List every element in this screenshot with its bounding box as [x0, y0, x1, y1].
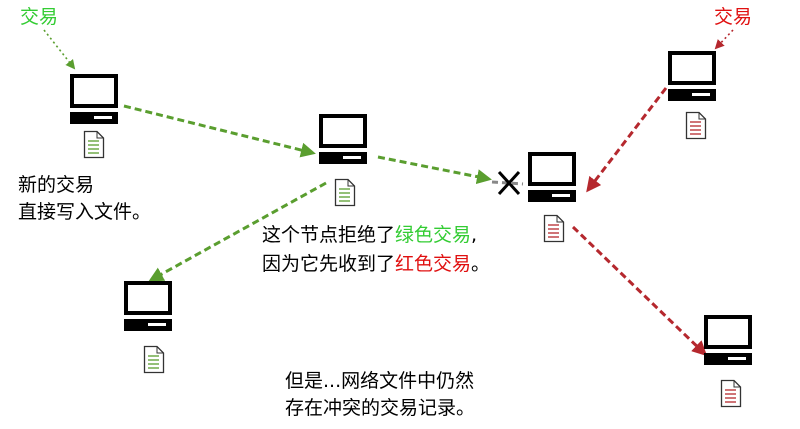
- edge-center-to-rejecting: [377, 155, 492, 185]
- edge-lefttop-to-center: [123, 104, 316, 158]
- rejection-note-line2: 因为它先收到了红色交易。: [262, 252, 490, 277]
- document-icon: [720, 379, 742, 408]
- computer-icon: [666, 51, 718, 103]
- rejection-note-red: 红色交易: [395, 253, 472, 275]
- node-right-bottom: [702, 315, 754, 408]
- node-left-bottom: [122, 281, 174, 374]
- new-tx-caption-line1: 新的交易: [18, 174, 95, 196]
- bottom-caption-line1: 但是...网络文件中仍然: [285, 370, 475, 392]
- incoming-green-edge: [43, 29, 76, 70]
- computer-icon: [702, 315, 754, 367]
- computer-icon: [526, 152, 578, 204]
- edge-rejecting-to-rightbottom: [571, 225, 708, 357]
- computer-icon: [317, 114, 369, 166]
- document-icon: [143, 345, 165, 374]
- green-transaction-label: 交易: [20, 6, 59, 28]
- edge-center-to-leftbottom: [148, 181, 327, 282]
- rejection-note-prefix: 这个节点拒绝了: [262, 224, 396, 246]
- edge-righttop-to-rejecting: [586, 87, 668, 193]
- document-icon: [83, 130, 105, 159]
- new-tx-caption-line2: 直接写入文件。: [18, 201, 152, 223]
- computer-icon: [122, 281, 174, 333]
- node-right-top: [666, 51, 718, 140]
- node-left-top: [68, 74, 120, 159]
- document-icon: [334, 178, 356, 207]
- rejection-note-green: 绿色交易: [395, 224, 472, 246]
- node-center: [317, 114, 369, 207]
- rejection-note-line2-prefix: 因为它先收到了: [262, 253, 396, 275]
- computer-icon: [68, 74, 120, 126]
- rejection-note-line1: 这个节点拒绝了绿色交易,: [262, 223, 477, 248]
- bottom-caption-line2: 存在冲突的交易记录。: [285, 397, 476, 419]
- red-transaction-label: 交易: [714, 6, 753, 28]
- rejection-note-comma: ,: [471, 224, 478, 246]
- reject-x-icon: [497, 170, 521, 196]
- rejection-note-period: 。: [471, 253, 491, 275]
- document-icon: [685, 111, 707, 140]
- incoming-red-edge: [714, 29, 734, 50]
- document-icon: [543, 214, 565, 243]
- node-rejecting: [526, 152, 578, 243]
